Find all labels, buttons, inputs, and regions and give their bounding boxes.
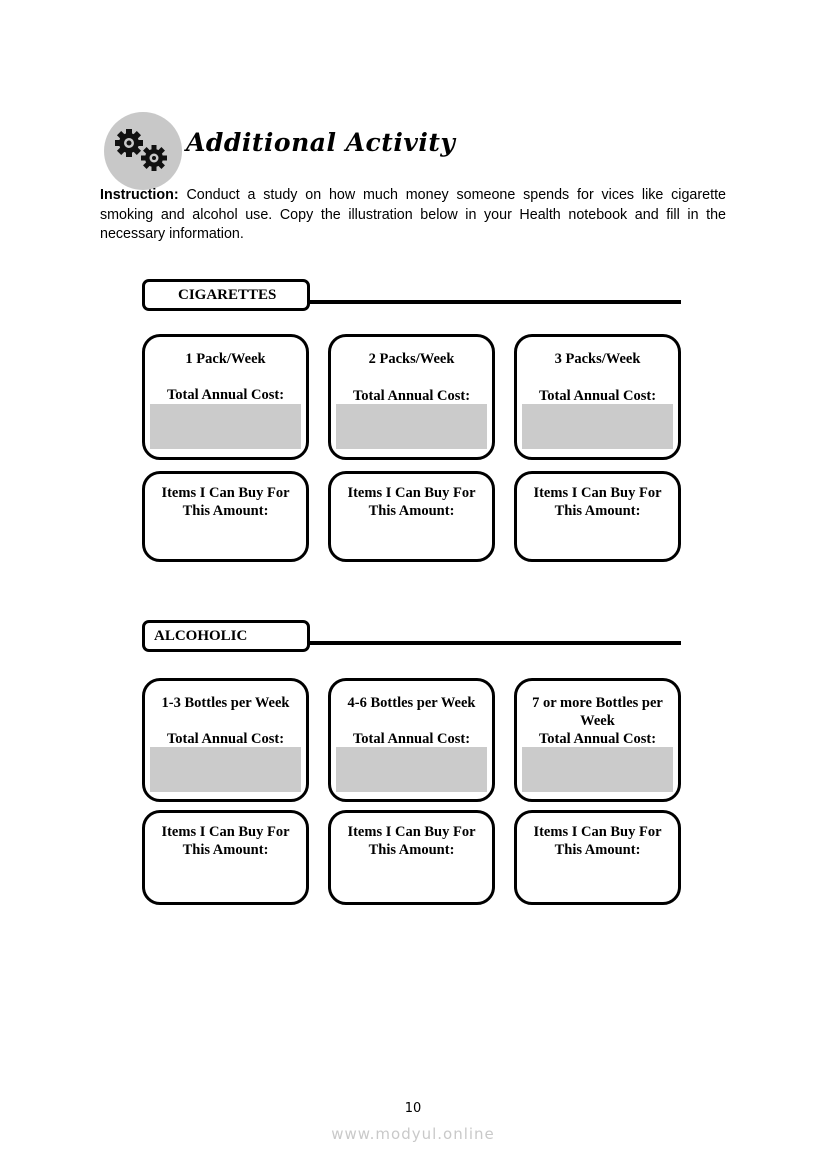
cost-box: 7 or more Bottles per Week Total Annual … xyxy=(514,678,681,802)
cost-box: 1-3 Bottles per Week Total Annual Cost: xyxy=(142,678,309,802)
cost-box-label: 4-6 Bottles per Week xyxy=(347,695,476,711)
total-annual-cost-label: Total Annual Cost: xyxy=(352,388,471,404)
instruction-paragraph: Instruction: Conduct a study on how much… xyxy=(100,186,726,245)
items-line-2: This Amount: xyxy=(182,842,269,858)
cost-box-label: 1 Pack/Week xyxy=(185,351,266,367)
instruction-text: Conduct a study on how much money someon… xyxy=(100,187,726,242)
total-annual-cost-label: Total Annual Cost: xyxy=(538,731,657,747)
cost-box: 1 Pack/Week Total Annual Cost: xyxy=(142,334,309,460)
answer-area xyxy=(336,404,487,449)
items-line-1: Items I Can Buy For xyxy=(161,485,290,501)
items-line-2: This Amount: xyxy=(368,503,455,519)
total-annual-cost-label: Total Annual Cost: xyxy=(352,731,471,747)
section-tab-cigarettes: CIGARETTES xyxy=(142,279,310,311)
page-number: 10 xyxy=(404,1101,422,1116)
answer-area xyxy=(336,747,487,792)
section-rule xyxy=(310,641,681,645)
cost-box-label: 2 Packs/Week xyxy=(368,351,455,367)
answer-area xyxy=(150,404,301,449)
cost-box: 2 Packs/Week Total Annual Cost: xyxy=(328,334,495,460)
items-line-2: This Amount: xyxy=(554,842,641,858)
total-annual-cost-label: Total Annual Cost: xyxy=(538,388,657,404)
instruction-label: Instruction: xyxy=(100,187,179,203)
cost-box-label: 7 or more Bottles per Week xyxy=(532,695,663,729)
cost-box: 3 Packs/Week Total Annual Cost: xyxy=(514,334,681,460)
cost-box-label: 3 Packs/Week xyxy=(554,351,641,367)
items-line-2: This Amount: xyxy=(368,842,455,858)
watermark: www.modyul.online xyxy=(331,1125,495,1143)
gears-icon xyxy=(104,112,182,190)
items-line-1: Items I Can Buy For xyxy=(347,485,476,501)
total-annual-cost-label: Total Annual Cost: xyxy=(166,731,285,747)
items-line-2: This Amount: xyxy=(554,503,641,519)
total-annual-cost-label: Total Annual Cost: xyxy=(166,387,285,403)
page-title: Additional Activity xyxy=(186,128,456,157)
items-line-1: Items I Can Buy For xyxy=(161,824,290,840)
cost-box: 4-6 Bottles per Week Total Annual Cost: xyxy=(328,678,495,802)
section-tab-alcoholic: ALCOHOLIC xyxy=(142,620,310,652)
items-line-2: This Amount: xyxy=(182,503,269,519)
cost-box-label: 1-3 Bottles per Week xyxy=(161,695,290,711)
items-line-1: Items I Can Buy For xyxy=(533,824,662,840)
answer-area xyxy=(522,404,673,449)
answer-area xyxy=(150,747,301,792)
answer-area xyxy=(522,747,673,792)
section-rule xyxy=(310,300,681,304)
items-line-1: Items I Can Buy For xyxy=(347,824,476,840)
items-line-1: Items I Can Buy For xyxy=(533,485,662,501)
